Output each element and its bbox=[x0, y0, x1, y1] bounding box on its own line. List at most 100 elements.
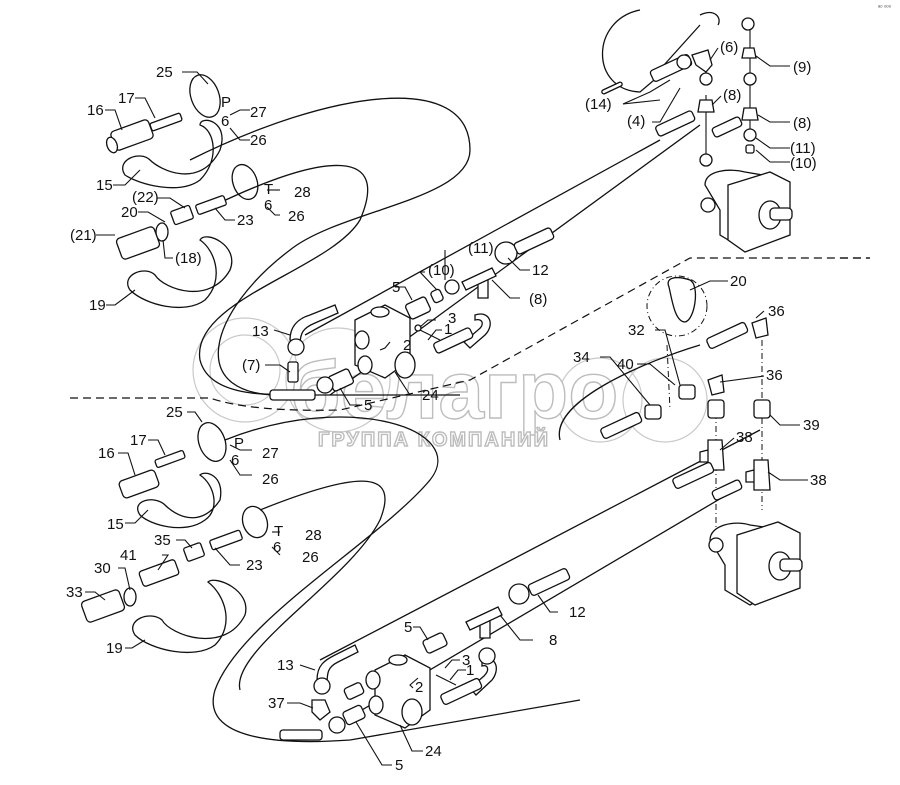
hose-nut bbox=[316, 376, 334, 394]
callout: (22) bbox=[132, 189, 159, 206]
callout: 5 bbox=[395, 757, 403, 774]
hose-crimp bbox=[527, 568, 571, 596]
hose-line bbox=[558, 344, 701, 441]
adapter-fitting bbox=[404, 296, 432, 320]
callout: (21) bbox=[70, 227, 97, 244]
union-fitting bbox=[707, 399, 725, 419]
watermark-brand: белагро bbox=[290, 345, 618, 436]
adapter-fitting bbox=[149, 112, 183, 132]
callout: 26 bbox=[288, 208, 305, 225]
hose-fitting bbox=[513, 227, 555, 255]
valve-block bbox=[354, 304, 416, 379]
adapter-fitting bbox=[422, 632, 448, 654]
bolt bbox=[435, 674, 457, 686]
quick-coupler bbox=[115, 226, 161, 260]
check-valve bbox=[138, 559, 180, 587]
dust-cap bbox=[137, 472, 222, 529]
callout: P bbox=[234, 435, 244, 452]
adapter-fitting bbox=[154, 450, 186, 468]
watermark-ring bbox=[285, 327, 391, 433]
callout: 30 bbox=[94, 560, 111, 577]
callout: (11) bbox=[468, 240, 494, 257]
hose-crimp bbox=[672, 461, 715, 489]
callout: 6 bbox=[221, 113, 229, 130]
callout: 13 bbox=[277, 657, 294, 674]
callout: (10) bbox=[428, 262, 455, 279]
bolt bbox=[419, 329, 441, 341]
hose-crimp bbox=[711, 479, 743, 501]
callout: 15 bbox=[107, 516, 124, 533]
watermark-ring bbox=[557, 357, 643, 443]
callout: 19 bbox=[106, 640, 123, 657]
elbow-fitting bbox=[287, 361, 299, 383]
nut bbox=[699, 153, 713, 167]
callout: 3 bbox=[462, 652, 470, 669]
callout: 25 bbox=[166, 404, 183, 421]
callout: 16 bbox=[87, 102, 104, 119]
callout: 27 bbox=[262, 445, 279, 462]
callout: 33 bbox=[66, 584, 83, 601]
union-fitting bbox=[753, 399, 771, 419]
callout: 19 bbox=[89, 297, 106, 314]
callout: (7) bbox=[242, 357, 260, 374]
callout: 1 bbox=[444, 321, 452, 338]
callout: 5 bbox=[364, 397, 372, 414]
tee-fitting bbox=[461, 267, 497, 299]
callout: 1 bbox=[466, 662, 474, 679]
callout: 15 bbox=[96, 177, 113, 194]
callout: 34 bbox=[573, 349, 590, 366]
hose-crimp bbox=[655, 110, 696, 137]
callout: 17 bbox=[130, 432, 147, 449]
elbow-fitting bbox=[316, 644, 359, 687]
callout: 23 bbox=[246, 557, 263, 574]
elbow-fitting bbox=[691, 49, 713, 73]
callout: (9) bbox=[793, 59, 811, 76]
watermark-ring bbox=[209, 334, 281, 406]
hydraulic-motor bbox=[700, 169, 793, 253]
nut bbox=[444, 279, 460, 295]
elbow-fitting bbox=[289, 304, 339, 347]
callout: 12 bbox=[569, 604, 586, 621]
callout: 41 bbox=[120, 547, 137, 564]
callout: 38 bbox=[810, 472, 827, 489]
o-ring bbox=[123, 587, 137, 607]
callout: 20 bbox=[730, 273, 747, 290]
adapter-fitting bbox=[195, 195, 227, 215]
hose-crimp bbox=[706, 321, 749, 349]
adapter-fitting bbox=[170, 204, 194, 226]
pin bbox=[601, 81, 623, 95]
upper-parts bbox=[105, 11, 793, 401]
adapter-fitting bbox=[644, 404, 662, 420]
elbow-fitting bbox=[311, 699, 331, 721]
quick-coupler bbox=[105, 119, 154, 154]
callout: 5 bbox=[404, 619, 412, 636]
callout: 40 bbox=[617, 356, 634, 373]
elbow-fitting bbox=[751, 317, 769, 339]
hose-crimp bbox=[279, 729, 323, 741]
adapter-fitting bbox=[342, 704, 366, 726]
nut bbox=[743, 72, 757, 86]
leader-lines bbox=[85, 47, 808, 766]
callout: 6 bbox=[231, 452, 239, 469]
hose-crimp bbox=[269, 389, 316, 401]
detail-circle bbox=[646, 275, 708, 337]
union-fitting bbox=[741, 47, 757, 59]
callout: 6 bbox=[264, 197, 272, 214]
callout: 17 bbox=[118, 90, 135, 107]
callout: 26 bbox=[262, 471, 279, 488]
sleeve bbox=[430, 288, 444, 304]
hose-line bbox=[238, 480, 386, 691]
callout: 6 bbox=[273, 539, 281, 556]
hose-crimp bbox=[711, 116, 743, 138]
retaining-ring bbox=[197, 422, 227, 462]
hose-crimp bbox=[600, 411, 643, 439]
callout: (6) bbox=[720, 39, 738, 56]
o-ring bbox=[155, 222, 169, 242]
hose-nut bbox=[741, 17, 755, 31]
callout: (14) bbox=[585, 96, 612, 113]
adapter-fitting bbox=[183, 542, 205, 562]
tee-fitting bbox=[741, 107, 759, 121]
corner-mark: ᵃᵒ ᵒᵒᵒ bbox=[878, 5, 892, 11]
callout: 24 bbox=[422, 387, 439, 404]
callout: P bbox=[221, 94, 231, 111]
